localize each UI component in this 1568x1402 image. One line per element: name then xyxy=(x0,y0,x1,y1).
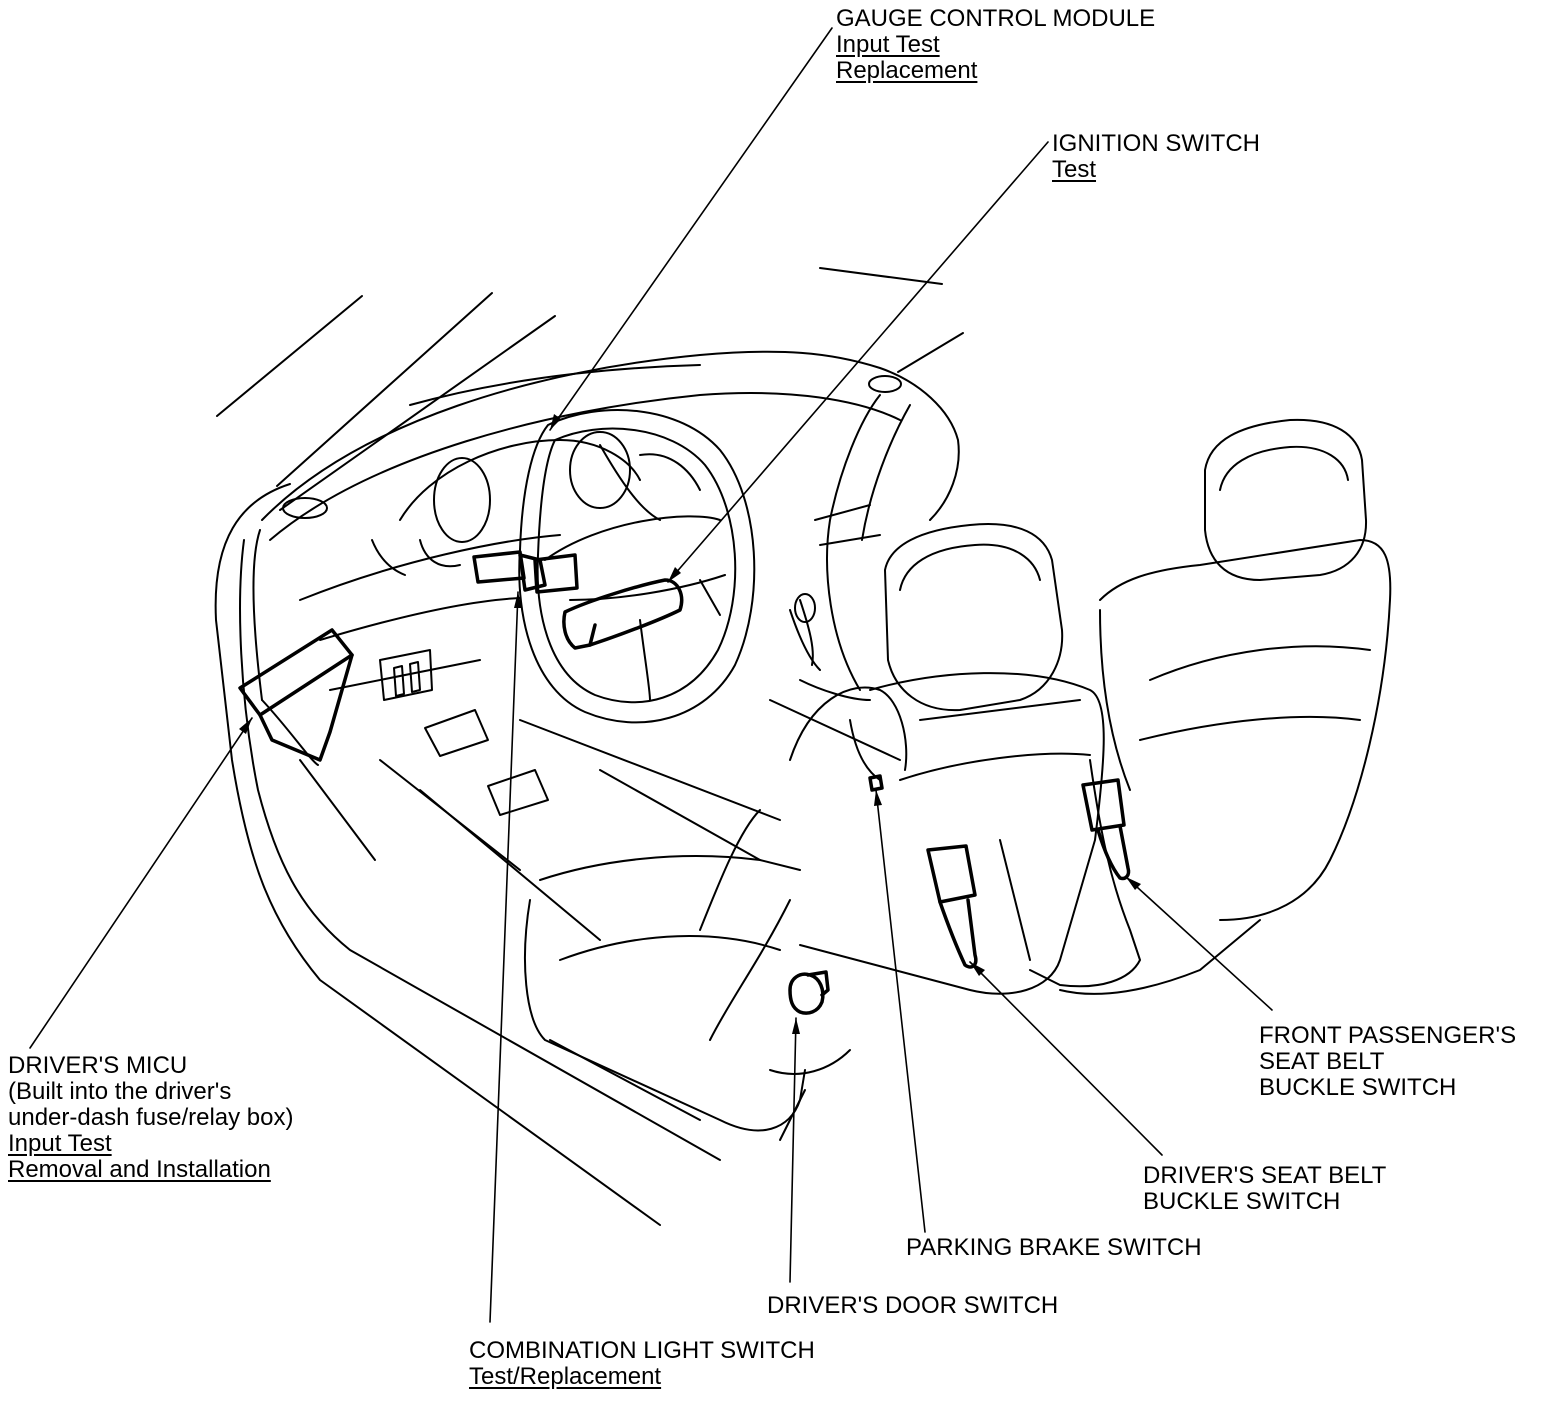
leader-parking xyxy=(875,789,926,1233)
door-outline xyxy=(214,483,721,1226)
callout-drivers-micu: DRIVER'S MICU (Built into the driver's u… xyxy=(8,1053,294,1183)
center-console xyxy=(769,593,901,761)
driver-buckle-shape xyxy=(926,844,977,904)
drivers-micu-note-1: (Built into the driver's xyxy=(8,1078,232,1105)
arrow-door xyxy=(792,1018,800,1034)
parking-brake-switch-shape xyxy=(868,774,884,792)
leader-combination xyxy=(489,591,519,1323)
combination-light-switch-title: COMBINATION LIGHT SWITCH xyxy=(469,1337,815,1364)
arrow-micu xyxy=(239,718,252,734)
passenger-buckle-line-1: FRONT PASSENGER'S xyxy=(1259,1022,1517,1049)
micu-removal-installation-link[interactable]: Removal and Installation xyxy=(8,1156,271,1183)
leader-lines xyxy=(29,27,1273,1323)
driver-buckle-line-2: BUCKLE SWITCH xyxy=(1143,1188,1341,1215)
passenger-buckle-line-2: SEAT BELT xyxy=(1259,1048,1385,1075)
arrow-driver-buckle xyxy=(970,962,985,976)
arrow-gauge xyxy=(550,414,561,430)
callout-drivers-door-switch: DRIVER'S DOOR SWITCH xyxy=(767,1293,1058,1319)
leader-driver-buckle xyxy=(969,961,1163,1156)
gauge-replacement-link[interactable]: Replacement xyxy=(836,57,978,84)
steering-wheel xyxy=(518,409,756,724)
arrow-passenger-buckle xyxy=(1126,877,1141,890)
ignition-test-link[interactable]: Test xyxy=(1052,156,1097,183)
parking-brake-title: PARKING BRAKE SWITCH xyxy=(906,1234,1202,1261)
driver-seat xyxy=(524,523,1105,1141)
door-switch-shape xyxy=(788,972,825,1015)
callout-gauge-control-module: GAUGE CONTROL MODULE Input Test Replacem… xyxy=(836,6,1155,84)
leader-arrowheads xyxy=(239,414,1141,1034)
micu-input-test-link[interactable]: Input Test xyxy=(8,1130,112,1157)
callout-drivers-seat-belt-buckle-switch: DRIVER'S SEAT BELT BUCKLE SWITCH xyxy=(1143,1163,1386,1215)
combination-test-replacement-link[interactable]: Test/Replacement xyxy=(469,1363,662,1390)
drivers-micu-title: DRIVER'S MICU xyxy=(8,1052,188,1079)
callout-ignition-switch: IGNITION SWITCH Test xyxy=(1052,131,1260,183)
callout-parking-brake-switch: PARKING BRAKE SWITCH xyxy=(906,1235,1202,1261)
highlighted-components xyxy=(238,550,1131,1015)
leader-gauge xyxy=(549,27,833,431)
ignition-switch-shape xyxy=(562,578,684,650)
passenger-buckle-shape xyxy=(1081,778,1126,832)
driver-buckle-line-1: DRIVER'S SEAT BELT xyxy=(1143,1162,1387,1189)
leader-micu xyxy=(29,717,253,1049)
callout-combination-light-switch: COMBINATION LIGHT SWITCH Test/Replacemen… xyxy=(469,1338,815,1390)
windshield-lines xyxy=(216,267,964,511)
arrow-combination xyxy=(514,592,522,608)
passenger-seat xyxy=(999,418,1392,995)
combination-switch-shape xyxy=(472,550,526,584)
leader-ignition xyxy=(667,141,1049,583)
callout-front-passenger-seat-belt-buckle-switch: FRONT PASSENGER'S SEAT BELT BUCKLE SWITC… xyxy=(1259,1023,1516,1101)
pedals xyxy=(379,649,781,941)
leader-door xyxy=(789,1017,797,1283)
gauge-input-test-link[interactable]: Input Test xyxy=(836,31,940,58)
drivers-micu-note-2: under-dash fuse/relay box) xyxy=(8,1104,294,1131)
door-switch-title: DRIVER'S DOOR SWITCH xyxy=(767,1292,1059,1319)
arrow-ignition xyxy=(668,567,681,582)
arrow-parking xyxy=(874,790,882,806)
gauge-control-module-title: GAUGE CONTROL MODULE xyxy=(836,5,1156,32)
dashboard xyxy=(252,350,960,766)
gauge-cluster xyxy=(399,431,701,568)
passenger-buckle-line-3: BUCKLE SWITCH xyxy=(1259,1074,1457,1101)
ignition-switch-title: IGNITION SWITCH xyxy=(1052,130,1260,157)
leader-passenger-buckle xyxy=(1125,876,1273,1011)
